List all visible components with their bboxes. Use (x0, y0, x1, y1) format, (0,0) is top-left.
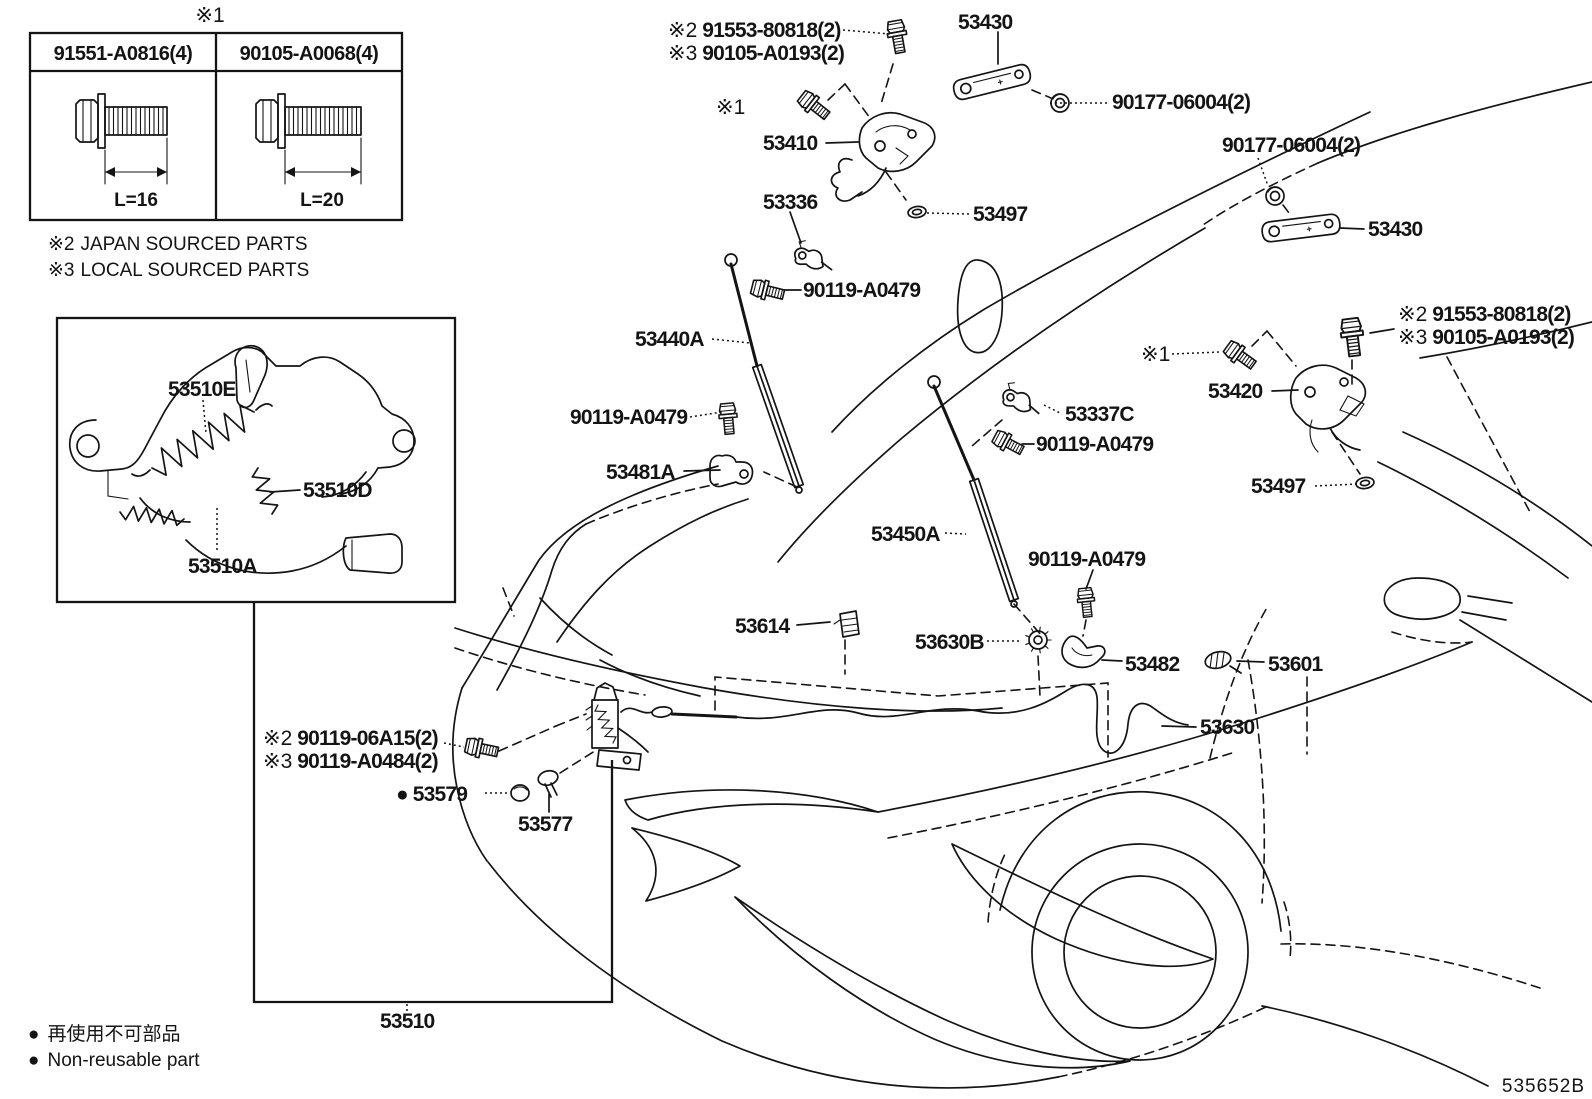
part-label-53336[interactable]: 53336 (763, 191, 818, 214)
part-label-53337C[interactable]: 53337C (1065, 403, 1135, 426)
flange-bolt-drawing-l16: L=16 (75, 93, 168, 211)
part-label-53450A[interactable]: 53450A (871, 523, 941, 546)
bolt-length-label-1: L=16 (114, 190, 158, 211)
hood-lock-inset-box (55, 316, 457, 604)
part-label--1[interactable]: ※1 (716, 96, 745, 119)
table-part-number-1[interactable]: 91551-A0816(4) (54, 43, 193, 65)
legend: ●再使用不可部品 ●Non-reusable part (28, 1023, 200, 1071)
part-label-53430[interactable]: 53430 (1368, 218, 1423, 241)
leader-lines (202, 29, 1395, 1012)
part-label-90119-A0479[interactable]: 90119-A0479 (803, 279, 921, 302)
part-label--1[interactable]: ※1 (1141, 343, 1170, 366)
part-label-53410[interactable]: 53410 (763, 132, 818, 155)
part-label-90177-06004-2-[interactable]: 90177-06004(2) (1112, 91, 1251, 114)
bolt-length-label-2: L=20 (300, 190, 344, 211)
part-label-53510A[interactable]: 53510A (188, 555, 258, 578)
bolt-size-table: ※1 91551-A0816(4) 90105-A0068(4) L=16 (28, 4, 404, 222)
part-label-53440A[interactable]: 53440A (635, 328, 705, 351)
part-label-90119-A0479[interactable]: 90119-A0479 (1028, 548, 1146, 571)
part-label-53497[interactable]: 53497 (973, 203, 1028, 226)
part-label-53614[interactable]: 53614 (735, 615, 791, 638)
part-label-53601[interactable]: 53601 (1268, 653, 1324, 676)
part-label-90119-A0479[interactable]: 90119-A0479 (570, 406, 688, 429)
part-label-90119-A0479[interactable]: 90119-A0479 (1036, 433, 1154, 456)
flange-bolt-drawing-l20: L=20 (255, 93, 362, 211)
part-label-53577[interactable]: 53577 (518, 813, 573, 836)
part-label-53510E[interactable]: 53510E (168, 378, 237, 401)
legend-line-en: ●Non-reusable part (28, 1050, 200, 1071)
part-label-53481A[interactable]: 53481A (606, 461, 676, 484)
table-ref-mark: ※1 (195, 4, 224, 27)
part-label-53510[interactable]: 53510 (380, 1010, 435, 1033)
part-drawings (68, 18, 1375, 802)
lock-group-bracket (252, 602, 614, 1004)
part-label-53420[interactable]: 53420 (1208, 380, 1263, 403)
part-label-53630[interactable]: 53630 (1200, 716, 1255, 739)
part-label-90177-06004-2-[interactable]: 90177-06004(2) (1222, 134, 1361, 157)
part-label-53579[interactable]: ●53579 (396, 783, 468, 806)
part-label-53482[interactable]: 53482 (1125, 653, 1180, 676)
legend-line-jp: ●再使用不可部品 (28, 1023, 181, 1045)
table-part-number-2[interactable]: 90105-A0068(4) (240, 43, 379, 65)
part-label-53630B[interactable]: 53630B (915, 631, 985, 654)
part-label-53430[interactable]: 53430 (958, 11, 1013, 34)
part-label-53497[interactable]: 53497 (1251, 475, 1306, 498)
car-outline (452, 81, 1592, 1089)
part-label-53510D[interactable]: 53510D (303, 479, 373, 502)
diagram-code: 535652B (1502, 1076, 1585, 1097)
